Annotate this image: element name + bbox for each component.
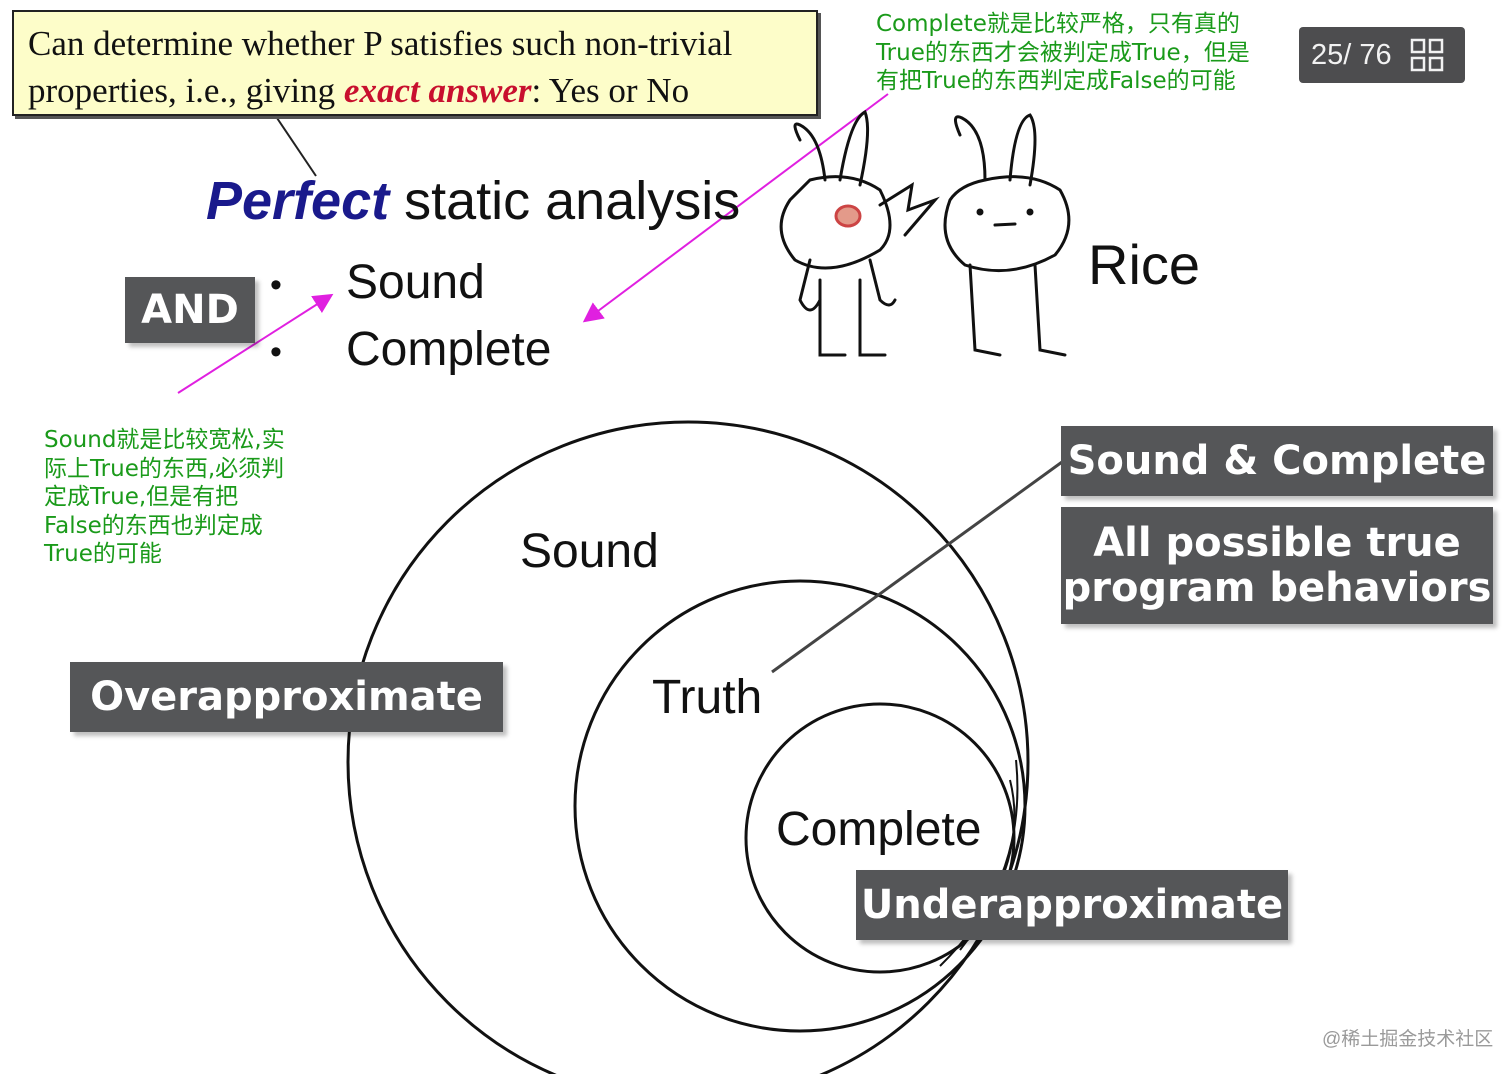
and-label: AND (125, 277, 255, 343)
true-behaviors-line-2: program behaviors (1062, 564, 1492, 611)
truth-pointer-line (771, 460, 1063, 674)
definition-callout: Can determine whether P satisfies such n… (12, 10, 818, 116)
complete-note-line: True的东西才会被判定成True，但是 (876, 39, 1250, 66)
watermark: @稀土掘金技术社区 (1322, 1029, 1494, 1050)
truth-circle (573, 579, 1027, 1033)
callout-line-1: Can determine whether P satisfies such n… (28, 24, 733, 63)
page-number: 25/ 76 (1311, 38, 1392, 71)
sound-note-arrow (177, 293, 334, 394)
sound-note-line: False的东西也判定成 (44, 512, 263, 539)
callout-line-2-suffix: : Yes or No (531, 71, 690, 110)
complete-circle (744, 702, 1016, 974)
sound-note: Sound就是比较宽松,实 际上True的东西,必须判 定成True,但是有把 … (44, 426, 285, 569)
bullet-dot: • (270, 266, 282, 304)
underapproximate-box: Underapproximate (856, 870, 1288, 940)
complete-note-line: 有把True的东西判定成False的可能 (876, 68, 1236, 94)
complete-note-line: Complete就是比较严格，只有真的 (876, 11, 1240, 37)
rice-label: Rice (1088, 233, 1201, 296)
overapproximate-box: Overapproximate (70, 662, 503, 732)
sound-note-line: Sound就是比较宽松,实 (44, 427, 285, 453)
title-rest: static analysis (389, 171, 741, 231)
callout-emphasis: exact answer (343, 71, 532, 110)
callout-pointer-line (276, 117, 317, 177)
grid-view-icon[interactable] (1410, 38, 1444, 72)
callout-line-2-prefix: properties, i.e., giving (28, 71, 344, 110)
complete-note: Complete就是比较严格，只有真的 True的东西才会被判定成True，但是… (876, 10, 1250, 96)
sound-circle (346, 420, 1030, 1074)
slide-title: Perfect static analysis (206, 170, 740, 232)
bullet-complete: Complete (346, 323, 552, 376)
venn-truth-label: Truth (652, 671, 763, 724)
title-emphasis: Perfect (206, 171, 390, 231)
complete-note-arrow (582, 93, 889, 323)
true-behaviors-box: All possible true program behaviors (1061, 507, 1493, 624)
sound-note-line: 定成True,但是有把 (44, 484, 239, 510)
sound-note-line: True的可能 (44, 541, 162, 567)
sound-complete-box: Sound & Complete (1061, 426, 1493, 496)
sound-note-line: 际上True的东西,必须判 (44, 455, 285, 482)
venn-sound-label: Sound (520, 525, 659, 578)
venn-complete-label: Complete (776, 803, 982, 856)
page-indicator[interactable]: 25/ 76 (1299, 27, 1465, 83)
bullet-sound: Sound (346, 256, 485, 309)
true-behaviors-line-1: All possible true (1093, 519, 1461, 566)
bullet-dot: • (270, 333, 282, 371)
two-rabbits-slap-illustration (779, 109, 1071, 357)
